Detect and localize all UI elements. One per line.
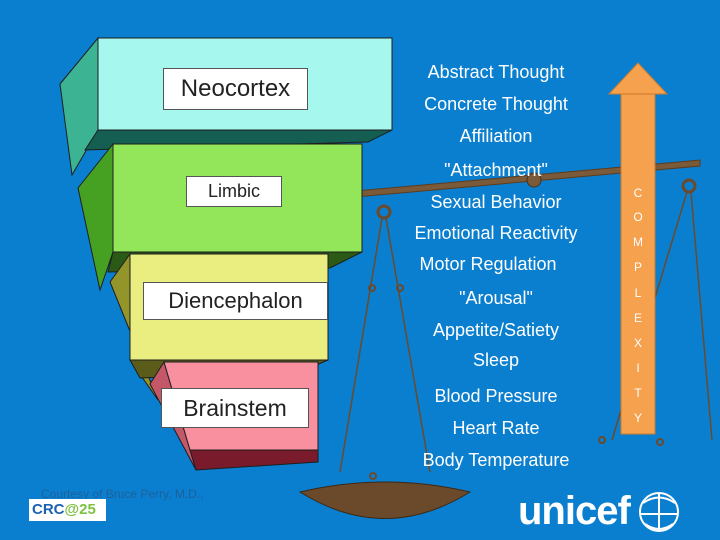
scale-pan-left [298,481,472,519]
function-attachment: "Attachment" [444,160,548,180]
scale-string-knot [656,438,664,446]
function-abstract-thought: Abstract Thought [427,62,565,82]
complexity-letter: O [633,210,643,224]
complexity-arrow [607,62,669,435]
scale-string-knot [396,284,404,292]
function-blood-pressure: Blood Pressure [434,386,558,406]
crc-logo-accent: @25 [64,501,96,518]
function-body-temperature: Body Temperature [422,450,570,470]
brainstem-label: Brainstem [161,388,309,428]
scale-string [690,191,713,441]
scale-string-knot [369,472,377,480]
scale-string [385,217,431,473]
complexity-arrow-shaft [620,91,656,435]
unicef-logo: unicef [518,489,631,533]
function-heart-rate: Heart Rate [452,418,540,438]
limbic-layer-side [77,142,114,292]
brainstem-layer-bottom [189,449,319,471]
unicef-emblem-icon [639,492,679,532]
function-affiliation: Affiliation [459,126,533,146]
function-motor-regulation: Motor Regulation [419,254,557,274]
function-emotional-reactivity: Emotional Reactivity [414,223,578,243]
scale-string-knot [598,436,606,444]
limbic-label: Limbic [186,176,282,207]
scale-string [339,217,383,473]
complexity-letter: M [633,235,643,249]
complexity-arrow-head [607,62,669,95]
function-sleep: Sleep [472,350,520,370]
scale-ring-left [376,204,392,220]
complexity-letter: Y [633,411,643,425]
complexity-letter: T [634,386,642,400]
function-arousal: "Arousal" [459,288,533,308]
function-concrete-thought: Concrete Thought [424,94,568,114]
complexity-letter: P [633,260,643,274]
crc-logo: CRC@25 [29,499,106,521]
function-sexual-behavior: Sexual Behavior [430,192,562,212]
crc-logo-main: CRC [32,501,65,518]
scale-string-knot [368,284,376,292]
neocortex-layer-side [59,36,99,177]
neocortex-label: Neocortex [163,68,308,110]
scale-pivot [526,172,542,188]
complexity-letter: L [634,286,642,300]
complexity-letter: E [633,311,643,325]
diencephalon-label: Diencephalon [143,282,328,320]
complexity-letter: X [633,336,643,350]
complexity-letter: C [633,186,643,200]
credit-text: Courtesy of Bruce Perry, M.D., [41,487,204,501]
scale-ring-right [681,178,697,194]
complexity-letter: I [636,361,640,375]
function-appetite-satiety: Appetite/Satiety [432,320,560,340]
